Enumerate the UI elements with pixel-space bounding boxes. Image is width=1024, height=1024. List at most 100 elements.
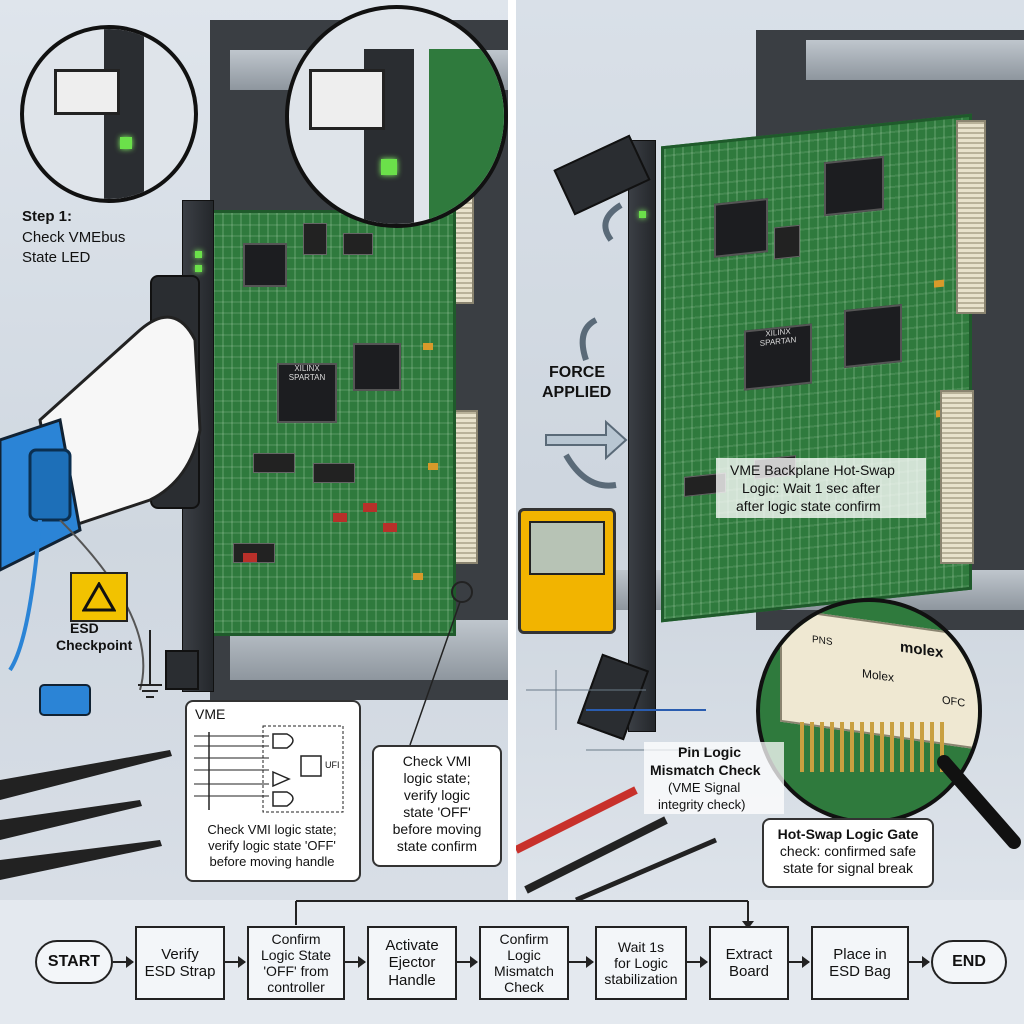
flow-arrow: [569, 956, 594, 968]
flow-step-text: Logic State: [260, 946, 332, 963]
fpga-chip-label: XILINX SPARTAN: [759, 326, 797, 348]
flow-step-text: Wait 1s: [617, 938, 665, 955]
small-ic: [343, 233, 373, 255]
flow-step-text: Board: [728, 963, 770, 980]
fpga-chip: XILINX SPARTAN: [744, 323, 812, 391]
fpga-chip-label: XILINX SPARTAN: [288, 364, 326, 382]
flow-step-text: Logic: [507, 946, 541, 963]
right-panel-illustration: XILINX SPARTAN FORCE APPLIED VME Backpla…: [516, 0, 1024, 900]
fpga-chip: XILINX SPARTAN: [277, 363, 337, 423]
flow-arrow: [909, 956, 930, 968]
ground-symbol: [138, 630, 162, 698]
force-arrows: [545, 202, 628, 489]
hotswap-note-backdrop: [716, 458, 926, 518]
connector-pins-label: PNS: [812, 634, 833, 649]
pin-check-backdrop: [644, 742, 784, 814]
top-card-rail: [806, 40, 1024, 80]
hotswap-note-line2: Logic: Wait 1 sec after: [742, 480, 880, 496]
capacitor: [383, 523, 397, 532]
schematic-caption-line2: verify logic state 'OFF': [208, 838, 336, 853]
small-ic: [253, 453, 295, 473]
panel-divider: [508, 0, 516, 900]
capacitor: [243, 553, 257, 562]
logic-gate-diagram: [194, 725, 344, 813]
schematic-ufi-label: UFI: [325, 760, 340, 770]
vme-circuit-board: XILINX SPARTAN: [210, 210, 456, 636]
force-applied-line1: FORCE: [549, 364, 605, 381]
side-note-line5: before moving: [392, 821, 482, 837]
schematic-title: VME: [195, 706, 226, 722]
callout-led-zoom-small: [20, 25, 198, 203]
gate-check-line1: Hot-Swap Logic Gate: [777, 826, 919, 842]
processor-chip: [844, 304, 902, 369]
logic-schematic-box: VME UFI Check VMI logic state; verify lo…: [185, 700, 361, 882]
flow-step-text: Ejector: [388, 954, 436, 972]
vmebus-state-led: [195, 251, 202, 258]
flow-step-text: Confirm: [271, 930, 321, 947]
upper-chip: [714, 198, 768, 258]
callout-leader-line: [409, 581, 473, 746]
gold-component: [413, 573, 423, 580]
side-note-line4: state 'OFF': [403, 804, 471, 820]
flow-end-label: END: [952, 953, 986, 970]
hotswap-note-line3: after logic state confirm: [736, 498, 881, 514]
flow-start-label: START: [47, 953, 101, 970]
schematic-caption-line3: before moving handle: [209, 854, 335, 869]
flow-step-text: for Logic: [614, 954, 668, 971]
flow-step-text: Extract: [725, 945, 773, 963]
connector-side-label: OFC: [942, 694, 966, 710]
lower-ejector[interactable]: [165, 650, 199, 690]
callout-led-zoom-large: [285, 5, 508, 228]
flow-start: START: [35, 940, 113, 984]
multimeter-display: [529, 521, 605, 575]
flow-step-text: ESD Bag: [829, 963, 891, 980]
vmebus-state-led: [195, 265, 202, 272]
flow-step-text: Mismatch Check: [494, 963, 554, 996]
gold-component: [934, 279, 944, 288]
capacitor: [333, 513, 347, 522]
pin-check-line4: integrity check): [658, 797, 746, 812]
side-note-line1: Check VMI: [402, 753, 472, 769]
flow-arrow: [113, 956, 134, 968]
connector-zoom-callout: molex PNS Molex OFC: [756, 598, 982, 824]
flow-arrow: [789, 956, 810, 968]
hotswap-note-line1: VME Backplane Hot-Swap: [730, 462, 895, 478]
vmebus-state-led: [639, 211, 646, 218]
step1-text-line1: Check VMEbus: [22, 229, 126, 246]
flow-step-text: Handle: [388, 971, 436, 989]
flow-step-text: stabilization: [604, 971, 678, 988]
small-ic: [303, 223, 327, 255]
logic-state-note-box: Check VMI logic state; verify logic stat…: [372, 745, 502, 867]
side-note-line6: state confirm: [396, 838, 478, 854]
processor-chip: [353, 343, 401, 391]
esd-grounding-cable: [8, 520, 145, 716]
pin-check-line2: Mismatch Check: [650, 762, 761, 778]
flow-end: END: [931, 940, 1007, 984]
upper-chip: [824, 155, 884, 217]
capacitor: [363, 503, 377, 512]
esd-checkpoint-label-line1: ESD: [70, 620, 99, 636]
vme-circuit-board-extracted: XILINX SPARTAN: [661, 113, 972, 623]
flow-arrow: [687, 956, 708, 968]
side-note-line3: verify logic: [403, 787, 471, 803]
gold-component: [428, 463, 438, 470]
flow-arrow: [345, 956, 366, 968]
step1-text-line2: State LED: [22, 249, 91, 266]
connector-pins: [800, 722, 950, 772]
connector-brand-label: molex: [900, 638, 944, 662]
pin-check-line3: (VME Signal: [668, 780, 741, 795]
gate-check-line3: state for signal break: [783, 859, 913, 876]
side-note-line2: logic state;: [403, 770, 471, 786]
flow-step-text: Activate: [385, 937, 439, 955]
front-panel-faceplate: [628, 140, 656, 732]
pin-check-line1: Pin Logic: [678, 744, 741, 760]
flow-step-text: 'OFF' from controller: [263, 963, 329, 996]
upper-chip: [243, 243, 287, 287]
